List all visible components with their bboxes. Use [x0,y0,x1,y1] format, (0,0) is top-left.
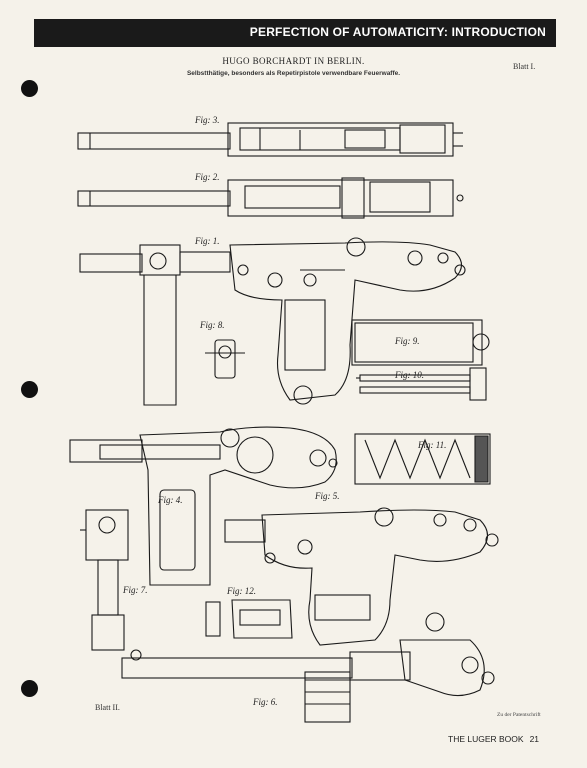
binder-hole [21,680,38,697]
fig7-drawing [80,509,129,651]
binder-hole [21,381,38,398]
page-number: 21 [529,734,540,744]
figure-label: Fig: 1. [195,236,220,246]
sheet-label-bottom: Blatt II. [95,703,120,712]
fig10-drawing [356,367,487,401]
fig1-drawing [79,237,466,406]
figure-label: Fig: 12. [227,586,256,596]
binder-hole [21,80,38,97]
figure-label: Fig: 10. [395,370,424,380]
sheet-label-top: Blatt I. [513,62,536,71]
fig9-drawing [351,319,490,366]
figure-label: Fig: 9. [395,336,420,346]
figure-label: Fig: 7. [123,585,148,595]
figure-label: Fig: 5. [315,491,340,501]
figure-label: Fig: 3. [195,115,220,125]
header-bar: PERFECTION OF AUTOMATICITY: INTRODUCTION [34,19,556,47]
figure-label: Fig: 8. [200,320,225,330]
patent-subtitle: Selbstthätige, besonders als Repetirpist… [186,70,401,77]
page-footer: THE LUGER BOOK 21 [448,734,545,744]
fig8-drawing [205,339,245,379]
figure-label: Fig: 6. [253,697,278,707]
fig5-drawing [224,507,499,646]
book-title: THE LUGER BOOK [448,734,524,744]
figure-label: Fig: 11. [418,440,447,450]
fig2-drawing [77,177,464,219]
fig3-drawing [77,122,463,157]
fig4-drawing [69,426,338,586]
fig12-drawing [205,599,293,639]
patent-title: HUGO BORCHARDT IN BERLIN. [222,56,365,66]
patent-note: Zu der Patentschrift [497,712,541,718]
fig11-drawing [354,433,491,485]
figure-label: Fig: 4. [158,495,183,505]
figure-label: Fig: 2. [195,172,220,182]
fig6-drawing [121,612,495,723]
header-title: PERFECTION OF AUTOMATICITY: INTRODUCTION [249,25,546,39]
